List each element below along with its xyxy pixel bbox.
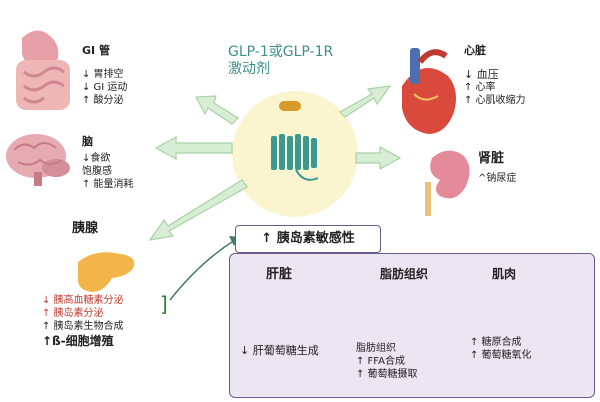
muscle-heading: 肌肉 xyxy=(492,267,517,281)
pancreas-effect: ↑ 胰岛素分泌 xyxy=(42,308,104,319)
arrow-to-kidney xyxy=(355,145,402,171)
arrow-to-heart xyxy=(339,85,392,118)
brain-effect: ↑ 能量消耗 xyxy=(82,179,134,190)
pancreas-icon xyxy=(77,252,135,292)
brain-effect: 饱腹感 xyxy=(82,166,112,177)
liver-heading: 肝脏 xyxy=(266,267,293,282)
gi-effect: ↓ GI 运动 xyxy=(82,82,128,93)
insulin-sensitivity-label: ↑ 胰岛素敏感性 xyxy=(235,225,381,253)
heart-effect: ↓ 血压 xyxy=(464,68,499,81)
adipose-effect: ↑ FFA合成 xyxy=(356,356,405,367)
kidney-effect: ^钠尿症 xyxy=(478,173,517,184)
gi-effects: ↓ 胃排空 ↓ GI 运动 ↑ 酸分泌 xyxy=(82,68,127,107)
kidney-heading: 肾脏 xyxy=(478,151,505,166)
arrow-to-brain xyxy=(154,135,233,161)
insulin-sensitivity-panel xyxy=(229,253,595,398)
arrow-to-gi xyxy=(195,95,239,125)
gi-effect: ↑ 酸分泌 xyxy=(82,95,124,106)
adipose-effect: 脂肪组织 xyxy=(356,343,396,354)
kidney-icon xyxy=(425,150,470,216)
muscle-effect: ↑ 糖原合成 xyxy=(470,337,522,348)
liver-effect: ↓ 肝葡萄糖生成 xyxy=(240,344,319,357)
gi-tract-icon xyxy=(16,30,70,110)
brain-heading: 脑 xyxy=(82,135,93,148)
gi-effect: ↓ 胃排空 xyxy=(82,69,124,80)
agonist-pill-icon xyxy=(279,101,301,111)
pancreas-bracket: ] xyxy=(160,292,168,316)
agonist-title: GLP-1或GLP-1R 激动剂 xyxy=(228,44,333,78)
glp1-receptor-icon xyxy=(271,134,319,181)
pancreas-effects: ↓ 胰高血糖素分泌 ↑ 胰岛素分泌 ↑ 胰岛素生物合成 ↑ß-细胞增殖 xyxy=(42,294,124,349)
agonist-title-line2: 激动剂 xyxy=(228,61,270,77)
heart-effects: ↓ 血压 ↑ 心率 ↑ 心肌收缩力 xyxy=(464,68,526,107)
muscle-effects: ↑ 糖原合成 ↑ 葡萄糖氧化 xyxy=(470,336,532,362)
pancreas-effect: ↑ß-细胞增殖 xyxy=(42,334,114,348)
adipose-effect: ↑ 葡萄糖摄取 xyxy=(356,369,418,380)
pancreas-to-insulin-arrow xyxy=(169,239,236,301)
agonist-title-line1: GLP-1或GLP-1R xyxy=(228,44,334,60)
heart-heading: 心脏 xyxy=(464,44,486,57)
arrow-to-pancreas xyxy=(148,179,248,241)
muscle-effect: ↑ 葡萄糖氧化 xyxy=(470,350,532,361)
brain-effect: ↓食欲 xyxy=(82,153,111,164)
heart-effect: ↑ 心率 xyxy=(464,82,496,93)
pancreas-effect: ↓ 胰高血糖素分泌 xyxy=(42,295,124,306)
adipose-effects: 脂肪组织 ↑ FFA合成 ↑ 葡萄糖摄取 xyxy=(356,342,418,381)
gi-heading: GI 管 xyxy=(82,44,110,57)
heart-effect: ↑ 心肌收缩力 xyxy=(464,95,526,106)
heart-icon xyxy=(402,48,456,134)
pancreas-heading: 胰腺 xyxy=(72,221,99,236)
adipose-heading: 脂肪组织 xyxy=(380,267,429,281)
brain-effects: ↓食欲 饱腹感 ↑ 能量消耗 xyxy=(82,152,134,191)
pancreas-effect: ↑ 胰岛素生物合成 xyxy=(42,321,124,332)
brain-icon xyxy=(6,134,70,186)
